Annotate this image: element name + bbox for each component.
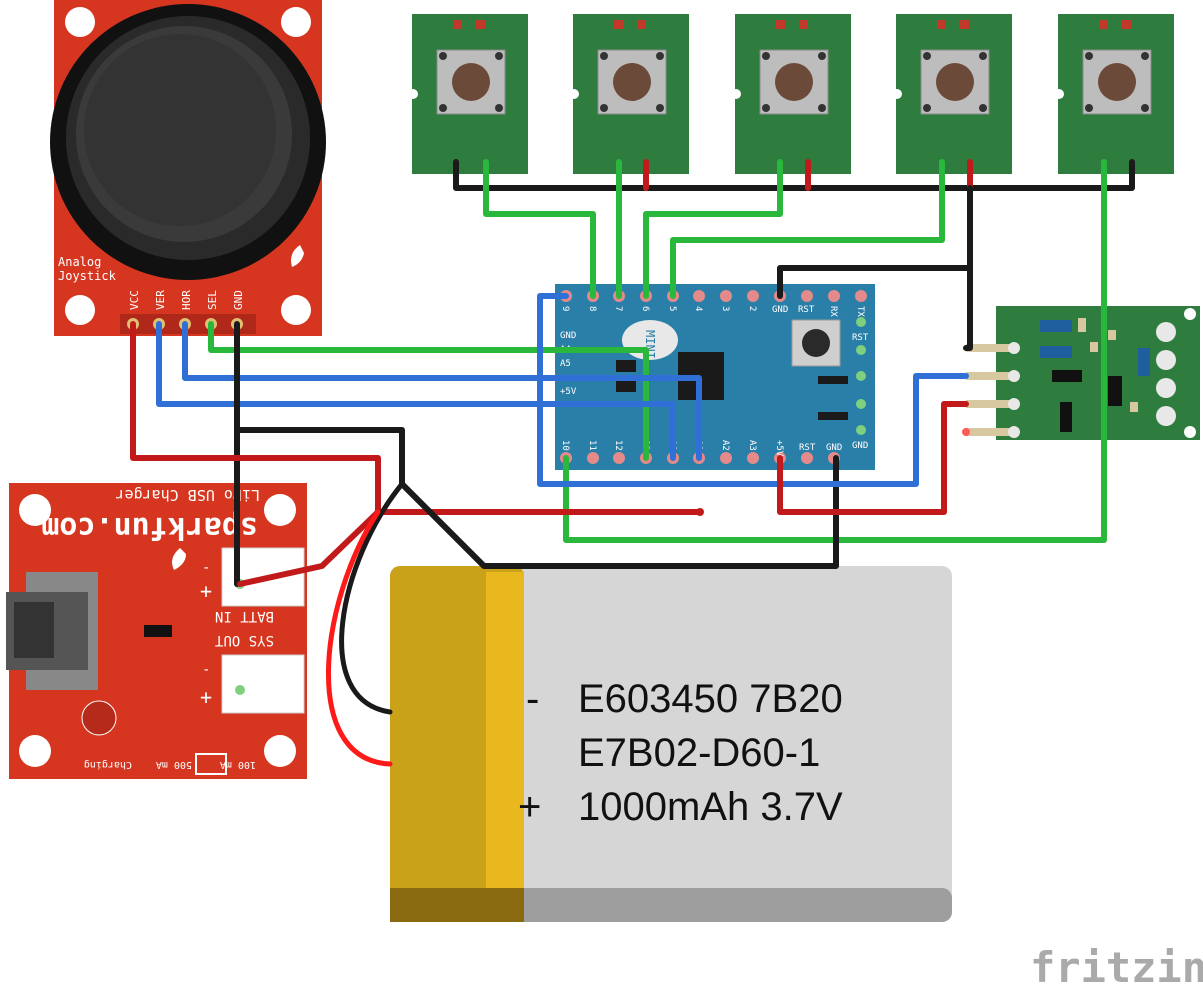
- wire-blue-rf: [537, 293, 969, 487]
- charger-minus-1: -: [202, 560, 210, 576]
- pin-label: RST: [798, 305, 815, 315]
- side-label: A5: [560, 359, 571, 369]
- pin-label: TX: [855, 306, 865, 317]
- button-module-5[interactable]: [1054, 14, 1174, 174]
- joystick-board[interactable]: Analog Joystick VCC VER HOR SEL GND: [50, 0, 326, 336]
- pin-label: A2: [720, 440, 730, 451]
- wire-gnd-rf: [963, 185, 973, 351]
- pin-label: A3: [747, 440, 757, 451]
- battery-minus: -: [526, 677, 539, 721]
- pin-label: 4: [693, 306, 703, 311]
- push-button-cap[interactable]: [1098, 63, 1136, 101]
- wire-battery-black: [339, 481, 405, 715]
- charger-500ma-label: 500 mA: [156, 759, 192, 770]
- wire-charger-red: [237, 509, 381, 587]
- joystick-pin-sel: SEL: [206, 290, 219, 310]
- pin-label: 7: [613, 306, 623, 311]
- push-button-cap[interactable]: [775, 63, 813, 101]
- wire-btn3-d6: [643, 159, 783, 299]
- wire-battery-red: [325, 509, 393, 767]
- pin-label: 12: [613, 440, 623, 451]
- arduino-top-header[interactable]: 9 8 7 6 5 4 3 2 GND RST RX TX: [560, 290, 867, 317]
- wire-btn4-d5: [670, 159, 945, 299]
- button-module-2[interactable]: [569, 14, 689, 174]
- charger-minus-2: -: [202, 662, 210, 678]
- pin-label: 5: [667, 306, 677, 311]
- side-label: GND: [560, 331, 576, 341]
- fritzing-watermark: fritzing: [1030, 943, 1203, 992]
- joystick-pin-vcc: VCC: [128, 290, 141, 310]
- button-module-1[interactable]: [408, 14, 528, 174]
- button-module-4[interactable]: [892, 14, 1012, 174]
- battery-code: E7B02-D60-1: [578, 731, 820, 775]
- joystick-title-1: Analog: [58, 255, 101, 269]
- pin-label: RX: [828, 306, 838, 317]
- sparkfun-flame-icon: [291, 245, 304, 267]
- charger-plus-2: +: [200, 685, 212, 709]
- wire-joy-hor: [182, 321, 702, 461]
- push-button-cap[interactable]: [452, 63, 490, 101]
- wire-btn1-d8: [483, 159, 596, 299]
- pin-label: 11: [587, 440, 597, 451]
- joystick-pin-ver: VER: [154, 290, 167, 310]
- battery-model: E603450 7B20: [578, 677, 843, 721]
- wire-red-rf: [777, 401, 969, 515]
- pin-label: GND: [826, 443, 842, 453]
- pin-label: 9: [560, 306, 570, 311]
- wire-gnd-split: [237, 427, 839, 569]
- wires: [130, 159, 1135, 767]
- battery-plus: +: [518, 785, 541, 829]
- pin-label: 6: [640, 306, 650, 311]
- charger-sys-out: SYS OUT: [214, 632, 274, 648]
- sparkfun-flame-icon: [172, 548, 186, 570]
- charger-title: LiPo USB Charger: [116, 486, 261, 504]
- side-label: +5V: [560, 387, 577, 397]
- joystick-pin-gnd: GND: [232, 290, 245, 310]
- joystick-title-2: Joystick: [58, 269, 117, 283]
- pin-label: 8: [587, 306, 597, 311]
- push-button-cap[interactable]: [613, 63, 651, 101]
- lipo-battery[interactable]: - + E603450 7B20 E7B02-D60-1 1000mAh 3.7…: [390, 566, 952, 922]
- side-label: RST: [852, 333, 869, 343]
- battery-capacity: 1000mAh 3.7V: [578, 785, 843, 829]
- pin-label: GND: [772, 305, 788, 315]
- pin-label: 3: [720, 306, 730, 311]
- reset-button[interactable]: [802, 329, 830, 357]
- wire-gnd-bus: [453, 159, 1135, 191]
- push-button-cap[interactable]: [936, 63, 974, 101]
- wire-joy-ver: [156, 321, 676, 461]
- joystick-pin-hor: HOR: [180, 290, 193, 310]
- charger-batt-in: BATT IN: [215, 608, 274, 624]
- pin-label: RST: [799, 443, 816, 453]
- wire-joy-vcc: [130, 321, 703, 515]
- pin-label: 2: [747, 306, 757, 311]
- charger-brand: sparkfun.com: [41, 510, 258, 545]
- lipo-charger-board[interactable]: LiPo USB Charger sparkfun.com - + BATT I…: [6, 483, 307, 779]
- charger-100ma-label: 100 mA: [220, 759, 256, 770]
- sys-out-connector[interactable]: [221, 654, 305, 714]
- pin-label: +5V: [774, 440, 784, 457]
- button-module-3[interactable]: [731, 14, 851, 174]
- wire-gnd-arduino: [777, 265, 973, 299]
- side-label: GND: [852, 441, 868, 451]
- charger-charging-label: Charging: [84, 759, 132, 770]
- pin-label: 10: [560, 440, 570, 451]
- rf-module[interactable]: [966, 306, 1200, 440]
- charger-plus-1: +: [200, 579, 212, 603]
